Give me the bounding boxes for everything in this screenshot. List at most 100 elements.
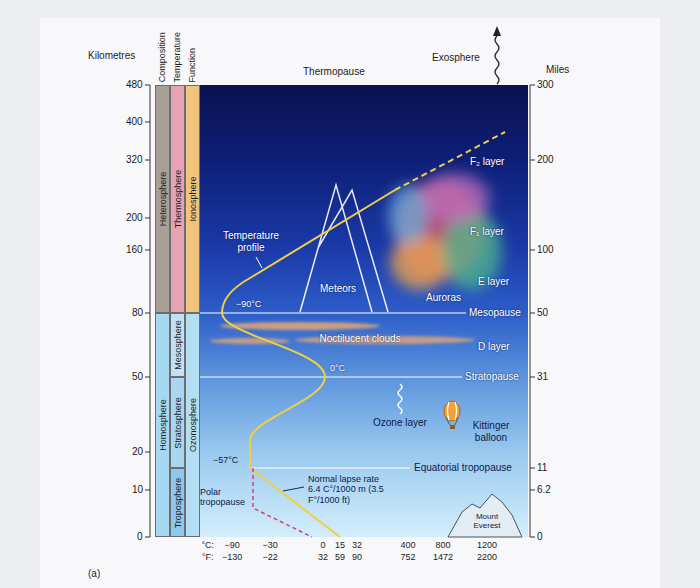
tick-label: 480 <box>126 79 143 91</box>
ozone-squiggle <box>398 384 402 414</box>
scale-value: 1200 <box>477 540 497 550</box>
column-heading: Composition <box>157 32 167 82</box>
scale-value: 0 <box>321 540 326 550</box>
tick-label: 11 <box>537 462 547 474</box>
callout-label: Meteors <box>320 283 356 295</box>
callout-label: Kittinger balloon <box>466 420 516 443</box>
scale-value: 59 <box>335 552 345 562</box>
tick-label: 200 <box>537 154 554 166</box>
tick-label: 10 <box>132 484 143 496</box>
tick-label: 0 <box>537 531 543 543</box>
layer-name: Equatorial tropopause <box>414 462 512 474</box>
figure-tag: (a) <box>88 568 100 580</box>
balloon-ropes <box>446 418 458 425</box>
layer-name: F₁ layer <box>470 226 504 238</box>
cloud-streak <box>220 322 380 330</box>
scale-value: −130 <box>222 552 242 562</box>
stratopause-line <box>200 377 462 378</box>
scale-value: −30 <box>263 540 278 550</box>
column-heading: Temperature <box>172 31 182 82</box>
temperature-value: −57°C <box>213 455 238 465</box>
band-label: Homosphere <box>158 399 167 451</box>
atmosphere-panel <box>200 85 528 537</box>
band-label: Ionosphere <box>188 176 197 221</box>
mesopause-line <box>200 313 466 314</box>
miles-ticks <box>530 85 535 537</box>
tick-label: 20 <box>132 446 143 458</box>
axis-title: Miles <box>546 64 569 76</box>
mountain <box>448 494 522 537</box>
tick-label: 100 <box>537 244 554 256</box>
cloud-streak <box>210 338 290 344</box>
scale-value: −22 <box>263 552 278 562</box>
aurora-group <box>210 173 502 344</box>
leader-line <box>283 487 304 491</box>
tick-label: 80 <box>132 307 143 319</box>
tick-label: 200 <box>126 212 143 224</box>
layer-name: D layer <box>478 341 510 353</box>
scale-unit: °F: <box>202 552 214 562</box>
scale-value: 32 <box>352 540 362 550</box>
atmosphere-band: Thermosphere <box>170 85 185 313</box>
arrowhead <box>493 26 501 36</box>
tick-label: 160 <box>126 244 143 256</box>
band-label: Mesosphere <box>173 320 182 370</box>
scale-value: 400 <box>401 540 416 550</box>
polar-tropopause-line <box>253 468 312 537</box>
band-label: Heterosphere <box>158 172 167 227</box>
tick-label: 6.2 <box>537 484 551 496</box>
callout-label: Noctilucent clouds <box>320 333 401 345</box>
callout-label: Ozone layer <box>373 417 427 429</box>
tick-label: 50 <box>132 371 143 383</box>
scale-value: 32 <box>318 552 328 562</box>
aurora-orange <box>390 234 450 290</box>
meteor-trails <box>300 185 388 312</box>
scale-value: 752 <box>401 552 416 562</box>
tick-label: 50 <box>537 307 548 319</box>
layer-name: Stratopause <box>465 371 519 383</box>
atmosphere-band: Heterosphere <box>155 85 170 313</box>
callout-label: Temperature profile <box>218 230 284 253</box>
scale-unit: °C: <box>202 540 215 550</box>
axis-title: Kilometres <box>88 50 135 62</box>
temperature-value: 0°C <box>330 363 345 373</box>
tick-label: 31 <box>537 371 548 383</box>
band-label: Troposphere <box>173 477 182 528</box>
km-ticks <box>145 85 150 537</box>
scale-value: 15 <box>335 540 345 550</box>
callout-label: Auroras <box>426 292 461 304</box>
callout-label: Mount Everest <box>470 512 504 530</box>
tick-label: 400 <box>126 116 143 128</box>
atmosphere-band: Troposphere <box>170 468 185 537</box>
tropopause-line <box>250 468 410 469</box>
scale-value: 1472 <box>433 552 453 562</box>
scale-value: 800 <box>436 540 451 550</box>
layer-name: Thermopause <box>303 66 365 78</box>
scale-value: −90 <box>225 540 240 550</box>
tick-label: 0 <box>137 531 143 543</box>
exosphere-squiggle <box>495 36 499 84</box>
km-axis <box>150 85 151 537</box>
paper <box>40 18 660 588</box>
temperature-value: −90°C <box>236 299 261 309</box>
scale-value: 90 <box>352 552 362 562</box>
aurora-violet <box>420 173 490 223</box>
atmosphere-band: Stratosphere <box>170 377 185 468</box>
miles-axis <box>530 85 531 537</box>
temperature-profile-dashed <box>395 132 505 190</box>
layer-name: F₂ layer <box>470 156 504 168</box>
balloon-stripes <box>448 402 457 420</box>
layer-name: Mesopause <box>469 307 521 319</box>
column-heading: Function <box>187 47 197 82</box>
band-label: Ozonosphere <box>188 398 197 452</box>
aurora-blue <box>388 185 428 245</box>
callout-label: Polar tropopause <box>200 487 250 508</box>
balloon-basket <box>450 425 455 429</box>
band-label: Stratosphere <box>173 397 182 449</box>
atmosphere-band: Ozonosphere <box>185 313 200 537</box>
layer-name: E layer <box>478 276 509 288</box>
tick-label: 300 <box>537 79 554 91</box>
atmosphere-band: Ionosphere <box>185 85 200 313</box>
